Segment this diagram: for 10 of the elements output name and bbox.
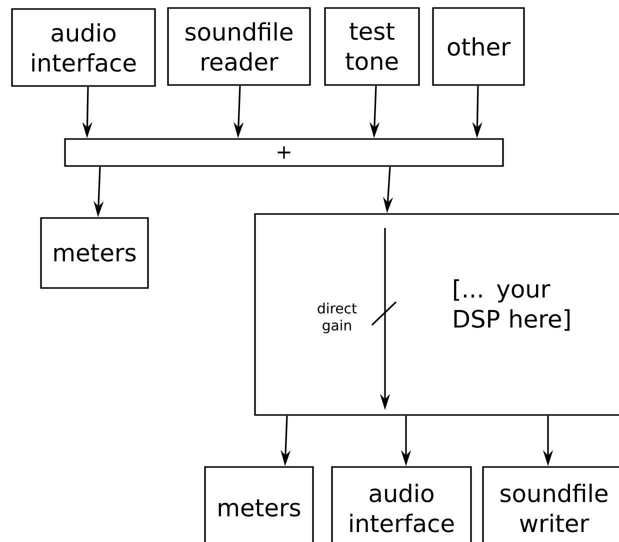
source-box: test tone (324, 7, 420, 86)
output-box: soundfile writer (482, 466, 619, 542)
output-box: meters (204, 466, 314, 542)
source-box: other (432, 7, 525, 86)
output-box: meters (40, 217, 149, 289)
source-box: soundfile reader (167, 7, 311, 86)
mixer-bar: + (64, 138, 504, 167)
output-box: audio interface (331, 466, 472, 542)
source-box: audio interface (11, 8, 156, 87)
gain-label: direct gain (318, 302, 357, 334)
